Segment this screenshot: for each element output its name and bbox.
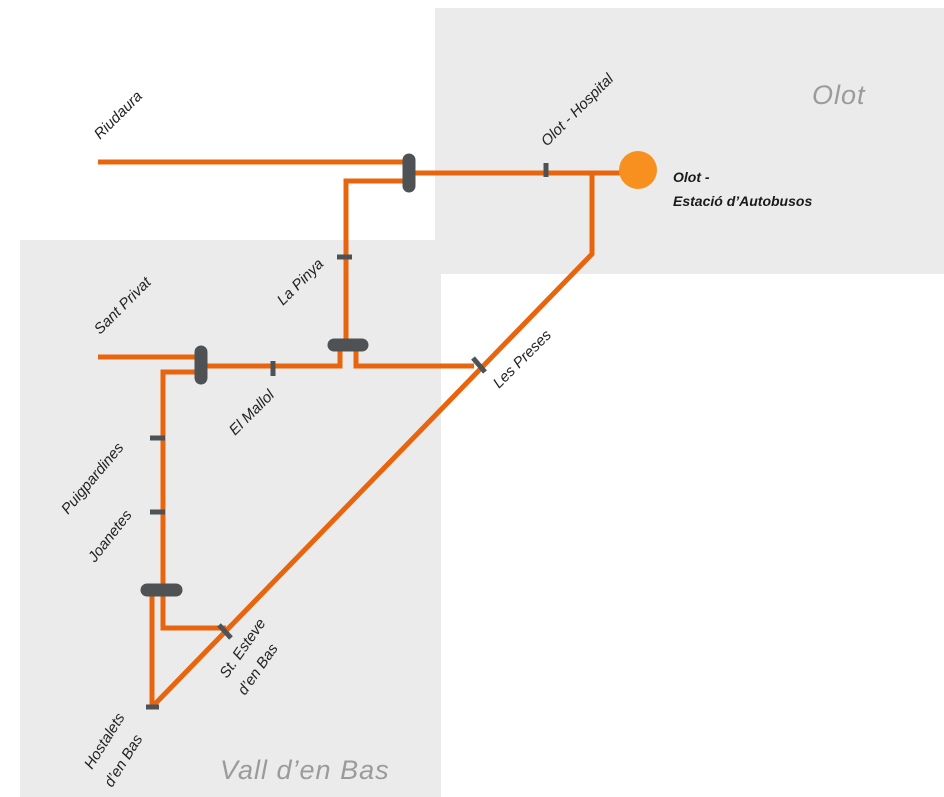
route-mallol-segment	[202, 350, 343, 369]
stop-les-preses-marker	[471, 356, 487, 374]
stop-st-esteve-marker	[217, 623, 233, 640]
route-east-loop	[151, 173, 595, 708]
terminal-label-line1: Olot -	[673, 169, 710, 185]
olot-zone-label: Olot	[812, 80, 866, 110]
destination-riudaura-label: Riudaura	[91, 88, 146, 143]
olot-zone-area	[435, 8, 944, 274]
terminal-label-line2: Estació d’Autobusos	[673, 193, 812, 209]
route-to-les-preses	[353, 350, 474, 369]
stop-les-preses-label: Les Preses	[490, 326, 555, 391]
vall-den-bas-zone-label: Vall d’en Bas	[220, 755, 390, 785]
vall-den-bas-zone-area	[20, 240, 441, 797]
terminal-olot-estacio-marker	[619, 151, 657, 189]
